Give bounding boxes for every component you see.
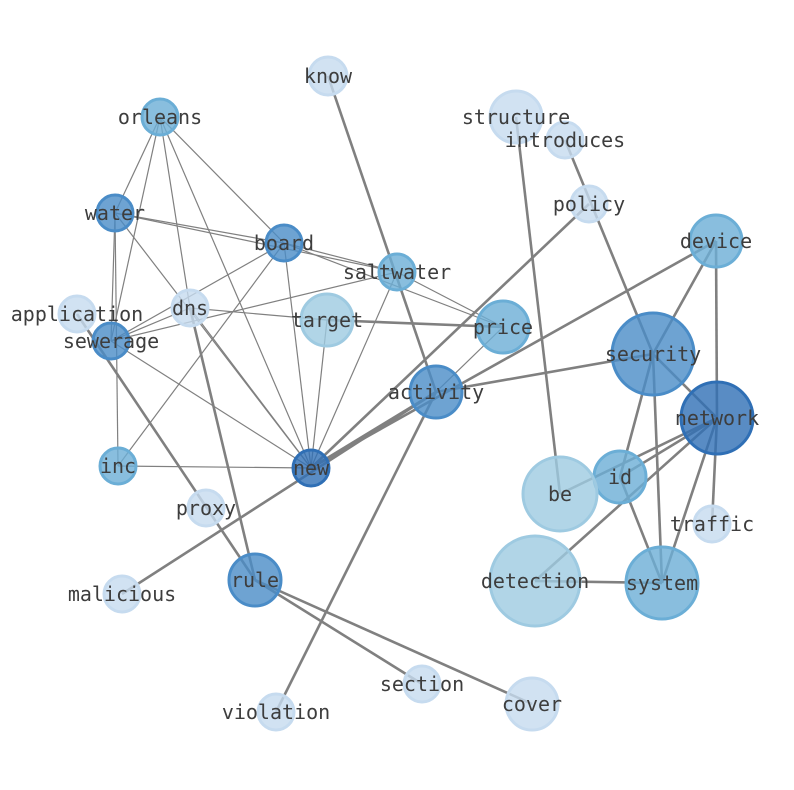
node-label-target: target	[291, 308, 363, 332]
node-label-board: board	[254, 231, 314, 255]
node-label-system: system	[626, 571, 698, 595]
node-be	[521, 455, 599, 533]
node-label-traffic: traffic	[670, 512, 754, 536]
node-label-malicious: malicious	[68, 582, 176, 606]
node-label-price: price	[473, 315, 533, 339]
node-activity	[408, 364, 464, 420]
edge-target-price	[326, 318, 504, 329]
node-violation	[256, 692, 296, 732]
edge-orleans-dns	[159, 116, 191, 309]
edge-water-sewerage	[110, 212, 116, 342]
node-layer	[57, 55, 755, 732]
node-water	[95, 193, 135, 233]
node-label-rule: rule	[231, 568, 279, 592]
edge-policy-new	[310, 203, 590, 469]
node-know	[307, 55, 349, 97]
node-label-sewerage: sewerage	[63, 329, 159, 353]
edge-dns-rule	[188, 307, 257, 581]
node-target	[299, 292, 355, 348]
node-label-detection: detection	[481, 569, 589, 593]
node-label-section: section	[380, 672, 464, 696]
node-structure	[488, 89, 544, 145]
edge-water-saltwater	[114, 212, 398, 273]
node-label-dns: dns	[172, 296, 208, 320]
node-security	[610, 311, 696, 397]
edge-saltwater-new	[310, 271, 398, 469]
node-application	[57, 294, 97, 334]
node-proxy	[186, 488, 226, 528]
node-label-new: new	[293, 456, 330, 480]
node-label-id: id	[608, 465, 632, 489]
node-label-activity: activity	[388, 380, 484, 404]
node-label-introduces: introduces	[505, 128, 625, 152]
edge-activity-malicious	[121, 390, 437, 596]
edge-rule-section	[254, 578, 423, 686]
node-board	[264, 223, 304, 263]
node-label-policy: policy	[553, 192, 625, 216]
node-introduces	[545, 120, 585, 160]
edge-know-activity	[326, 75, 438, 393]
node-traffic	[692, 504, 732, 544]
edge-orleans-sewerage	[110, 116, 161, 342]
node-label-violation: violation	[222, 700, 330, 724]
node-network	[679, 380, 755, 456]
node-label-security: security	[605, 342, 701, 366]
node-malicious	[102, 574, 142, 614]
edge-orleans-new	[159, 116, 312, 469]
node-sewerage	[91, 321, 131, 361]
node-price	[475, 299, 531, 355]
edge-structure-be	[514, 116, 562, 495]
node-detection	[488, 534, 582, 628]
node-device	[688, 213, 744, 269]
edge-dns-new	[189, 307, 312, 469]
node-label-proxy: proxy	[176, 496, 236, 520]
edge-board-new	[283, 242, 312, 469]
node-label-network: network	[675, 406, 759, 430]
node-orleans	[140, 97, 180, 137]
node-label-be: be	[548, 482, 572, 506]
node-inc	[98, 446, 138, 486]
node-rule	[227, 552, 283, 608]
node-label-structure: structure	[462, 105, 570, 129]
node-label-water: water	[85, 201, 145, 225]
node-label-device: device	[680, 229, 752, 253]
node-label-know: know	[304, 64, 353, 88]
node-label-cover: cover	[502, 692, 562, 716]
edge-inc-new	[117, 465, 312, 469]
edge-sewerage-new	[110, 340, 312, 469]
edge-saltwater-sewerage	[110, 271, 398, 342]
node-system	[624, 545, 700, 621]
node-dns	[170, 288, 210, 328]
edge-activity-violation	[274, 391, 438, 713]
node-policy	[569, 184, 609, 224]
edge-water-board	[114, 212, 285, 244]
node-label-inc: inc	[100, 454, 136, 478]
edge-device-new	[310, 239, 717, 470]
node-label-orleans: orleans	[118, 105, 202, 129]
node-section	[402, 664, 442, 704]
edge-orleans-board	[159, 116, 285, 244]
node-cover	[504, 676, 560, 732]
edge-rule-cover	[254, 578, 533, 706]
node-new	[291, 448, 331, 488]
node-saltwater	[377, 252, 417, 292]
node-label-application: application	[11, 302, 143, 326]
node-label-saltwater: saltwater	[343, 260, 451, 284]
